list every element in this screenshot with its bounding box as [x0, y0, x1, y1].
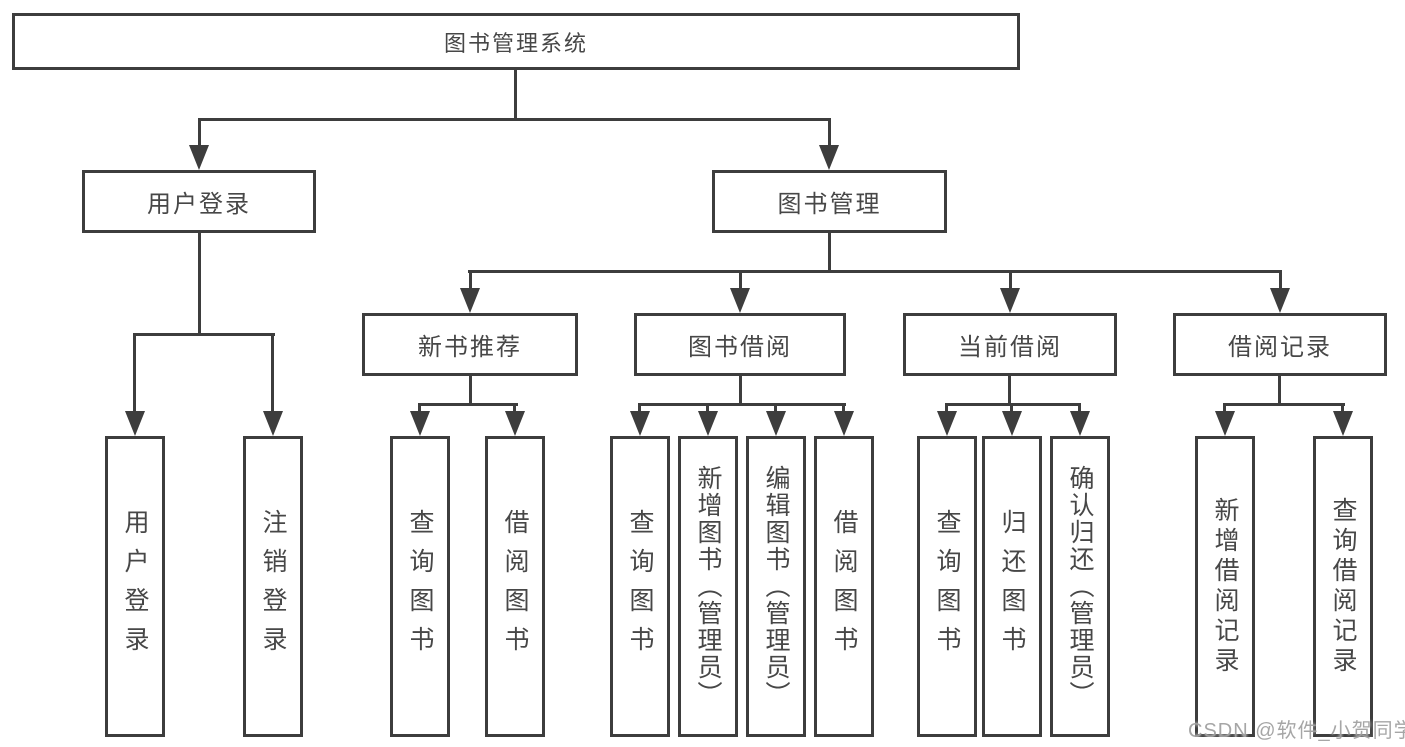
connector: [469, 272, 472, 290]
connector-arrow: [505, 411, 525, 436]
connector: [514, 70, 517, 121]
connector: [1010, 404, 1013, 413]
connector: [945, 403, 1081, 406]
connector-arrow: [263, 411, 283, 436]
node-new-book-recommend: 新书推荐: [362, 313, 578, 376]
connector-arrow: [834, 411, 854, 436]
connector-arrow: [1215, 411, 1235, 436]
connector-arrow: [730, 288, 750, 313]
node-label: 查询借阅记录: [1329, 496, 1357, 677]
node-logout: 注销登录: [243, 436, 303, 737]
connector: [739, 375, 742, 406]
connector: [638, 404, 641, 413]
node-label: 图书借阅: [688, 334, 792, 361]
node-current-query-book: 查询图书: [917, 436, 977, 737]
connector: [468, 270, 1282, 273]
csdn-watermark: CSDN @软件_小贺同学: [1188, 720, 1405, 742]
connector-arrow: [819, 145, 839, 170]
connector: [1341, 404, 1344, 413]
node-login: 用户登录: [105, 436, 165, 737]
connector: [418, 404, 421, 413]
connector: [198, 118, 831, 121]
connector: [828, 120, 831, 147]
node-borrow-query-book: 查询图书: [610, 436, 670, 737]
connector: [1078, 404, 1081, 413]
connector: [706, 404, 709, 413]
node-current-confirm-return-admin: 确认归还（管理员）: [1050, 436, 1110, 737]
node-label: 归还图书: [998, 508, 1026, 665]
node-borrow-edit-book-admin: 编辑图书（管理员）: [746, 436, 806, 737]
connector: [513, 404, 516, 413]
connector-arrow: [125, 411, 145, 436]
connector-arrow: [1000, 288, 1020, 313]
node-label: 借阅图书: [830, 508, 858, 665]
connector-arrow: [698, 411, 718, 436]
node-records-query-record: 查询借阅记录: [1313, 436, 1373, 737]
node-borrow-records: 借阅记录: [1173, 313, 1387, 376]
node-root: 图书管理系统: [12, 13, 1020, 70]
node-user-login-branch: 用户登录: [82, 170, 316, 233]
connector-arrow: [766, 411, 786, 436]
connector-arrow: [1333, 411, 1353, 436]
connector-arrow: [189, 145, 209, 170]
connector-arrow: [1002, 411, 1022, 436]
node-book-borrow: 图书借阅: [634, 313, 846, 376]
connector: [1278, 375, 1281, 406]
connector: [418, 403, 518, 406]
node-current-borrow: 当前借阅: [903, 313, 1117, 376]
connector-arrow: [1070, 411, 1090, 436]
node-borrow-borrow-book: 借阅图书: [814, 436, 874, 737]
connector: [774, 404, 777, 413]
node-recommend-query-book: 查询图书: [390, 436, 450, 737]
node-label: 当前借阅: [958, 334, 1062, 361]
connector-arrow: [937, 411, 957, 436]
connector: [133, 333, 275, 336]
node-label: 用户登录: [147, 191, 251, 218]
node-label: 图书管理系统: [443, 30, 588, 56]
node-label: 确认归还（管理员）: [1066, 465, 1094, 708]
node-records-add-record: 新增借阅记录: [1195, 436, 1255, 737]
connector: [1008, 375, 1011, 406]
connector: [638, 403, 846, 406]
node-label: 用户登录: [121, 508, 149, 665]
node-book-management: 图书管理: [712, 170, 947, 233]
connector: [133, 335, 136, 413]
node-label: 查询图书: [626, 508, 654, 665]
connector-arrow: [630, 411, 650, 436]
connector: [842, 404, 845, 413]
node-label: 查询图书: [933, 508, 961, 665]
connector: [271, 335, 274, 413]
connector: [1223, 403, 1345, 406]
node-label: 借阅记录: [1228, 334, 1332, 361]
connector-arrow: [410, 411, 430, 436]
node-label: 新增借阅记录: [1211, 496, 1239, 677]
node-recommend-borrow-book: 借阅图书: [485, 436, 545, 737]
node-label: 借阅图书: [501, 508, 529, 665]
connector: [1223, 404, 1226, 413]
node-label: 新增图书（管理员）: [694, 465, 722, 708]
node-label: 编辑图书（管理员）: [762, 465, 790, 708]
connector: [945, 404, 948, 413]
connector: [198, 233, 201, 336]
node-label: 新书推荐: [418, 334, 522, 361]
node-borrow-add-book-admin: 新增图书（管理员）: [678, 436, 738, 737]
connector: [739, 272, 742, 290]
connector-arrow: [1270, 288, 1290, 313]
connector: [469, 375, 472, 406]
connector-arrow: [460, 288, 480, 313]
connector: [1009, 272, 1012, 290]
connector: [1279, 272, 1282, 290]
connector: [198, 120, 201, 147]
node-label: 查询图书: [406, 508, 434, 665]
node-current-return-book: 归还图书: [982, 436, 1042, 737]
node-label: 注销登录: [259, 508, 287, 665]
connector: [828, 231, 831, 273]
node-label: 图书管理: [777, 191, 882, 218]
